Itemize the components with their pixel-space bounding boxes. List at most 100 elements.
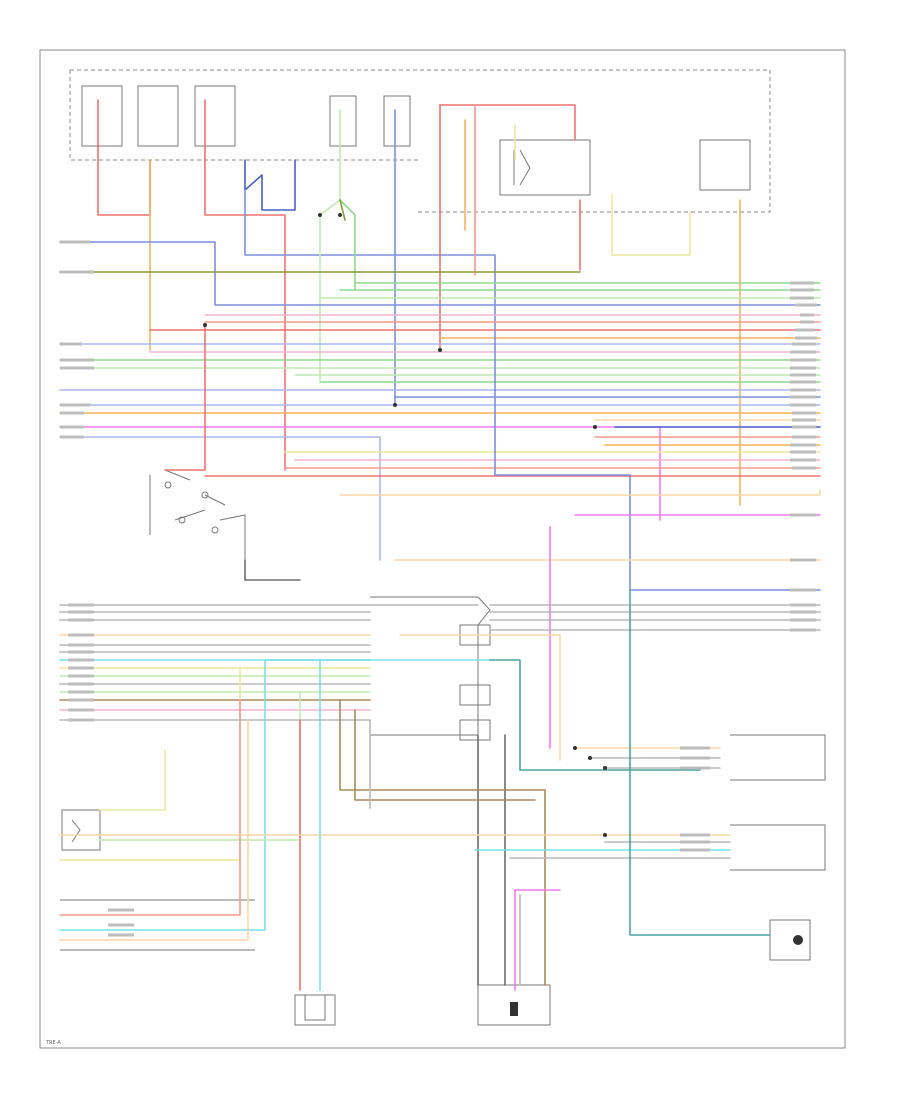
wire-label-mark: [60, 358, 94, 362]
wire-label-mark: [68, 666, 94, 670]
map-sensor: [477, 984, 551, 1026]
splice-dot: [338, 213, 342, 217]
wire-lightblue-38: [59, 436, 381, 561]
fuse-relay-box: [69, 69, 771, 213]
ignition-switch: [149, 469, 246, 560]
wire-blue-17: [59, 241, 821, 306]
wire-label-mark: [60, 435, 84, 439]
wire-label-mark: [108, 933, 134, 937]
splice-dot: [318, 213, 322, 217]
wire-blue-48: [494, 329, 821, 591]
wire-teal-92: [629, 589, 771, 936]
wire-label-mark: [790, 443, 816, 447]
wire-lightorange-49: [339, 489, 821, 496]
wire-label-mark: [68, 610, 94, 614]
page-code: TRE-A: [45, 1040, 61, 1046]
wire-label-mark: [790, 628, 816, 632]
wire-label-mark: [60, 425, 84, 429]
wire-label-mark: [792, 342, 816, 346]
wire-label-mark: [792, 411, 816, 415]
wire-darkgray-47: [244, 559, 301, 581]
wire-label-mark: [60, 240, 90, 244]
wire-lightorange-83: [59, 719, 249, 941]
wire-label-mark: [790, 513, 816, 517]
wire-yellow-77: [59, 667, 241, 861]
wire-label-mark: [790, 358, 816, 362]
wire-label-mark: [68, 643, 94, 647]
center-connector: [370, 596, 491, 741]
wire-red-2: [204, 99, 286, 471]
wire-lightorange-72: [399, 634, 561, 761]
wire-label-mark: [680, 746, 710, 750]
wire-label-mark: [790, 288, 814, 292]
wire-lightgreen-78: [99, 691, 301, 841]
wire-label-mark: [680, 848, 710, 852]
wire-harness: [59, 99, 821, 991]
wire-green-6: [339, 199, 356, 291]
wire-yellow-14: [611, 194, 691, 256]
wire-label-mark: [68, 674, 94, 678]
wire-label-mark: [795, 303, 817, 307]
wire-brown-79: [339, 699, 546, 986]
wire-label-mark: [790, 588, 816, 592]
wire-salmon-84: [59, 699, 241, 916]
evap-purge-solenoid: [61, 809, 101, 851]
wire-label-mark: [60, 403, 90, 407]
wire-olive-7: [339, 199, 346, 221]
wire-red-46: [164, 324, 206, 471]
wire-label-mark: [680, 833, 710, 837]
wire-label-mark: [60, 366, 94, 370]
wire-label-mark: [68, 690, 94, 694]
wire-label-mark: [790, 603, 816, 607]
wire-label-mark: [790, 388, 816, 392]
wire-label-mark: [795, 328, 815, 332]
wire-label-mark: [790, 350, 816, 354]
wire-label-mark: [60, 411, 84, 415]
wire-label-mark: [68, 708, 94, 712]
wire-blue-4: [244, 189, 496, 331]
wire-label-mark: [790, 296, 814, 300]
wire-label-mark: [60, 270, 94, 274]
wire-lightgreen-5: [319, 109, 341, 381]
splice-dot: [593, 425, 597, 429]
crankshaft-sensor-connector: [60, 899, 255, 951]
wire-label-mark: [68, 633, 94, 637]
wire-label-mark: [790, 558, 816, 562]
throttle-position-sensor: [730, 734, 826, 781]
wire-teal-76: [489, 659, 701, 771]
wire-label-mark: [790, 380, 816, 384]
wire-label-mark: [800, 320, 814, 324]
wire-label-mark: [790, 450, 816, 454]
wire-label-mark: [790, 458, 816, 462]
wire-label-mark: [795, 336, 817, 340]
splice-dot: [603, 766, 607, 770]
wire-label-mark: [68, 618, 94, 622]
wire-labels: [60, 240, 817, 937]
wire-label-mark: [108, 908, 134, 912]
splice-dot: [603, 833, 607, 837]
wire-label-mark: [792, 435, 816, 439]
wire-label-mark: [68, 718, 94, 722]
wire-label-mark: [68, 603, 94, 607]
camshaft-position-sensor: [730, 824, 826, 871]
wire-label-mark: [800, 313, 814, 317]
wire-label-mark: [60, 342, 82, 346]
wire-label-mark: [792, 425, 816, 429]
wire-red-10: [439, 104, 576, 141]
wire-label-mark: [790, 618, 816, 622]
splice-dot: [588, 756, 592, 760]
diagram-frame: [39, 49, 846, 1049]
wire-label-mark: [792, 466, 816, 470]
wire-label-mark: [680, 756, 710, 760]
wire-darkblue-3: [244, 159, 296, 211]
wire-label-mark: [108, 923, 134, 927]
wire-label-mark: [680, 840, 710, 844]
wire-brown-80: [354, 709, 536, 801]
wire-label-mark: [790, 403, 816, 407]
wire-label-mark: [790, 373, 816, 377]
wire-label-mark: [680, 766, 710, 770]
wire-label-mark: [790, 610, 816, 614]
wire-label-mark: [790, 281, 814, 285]
